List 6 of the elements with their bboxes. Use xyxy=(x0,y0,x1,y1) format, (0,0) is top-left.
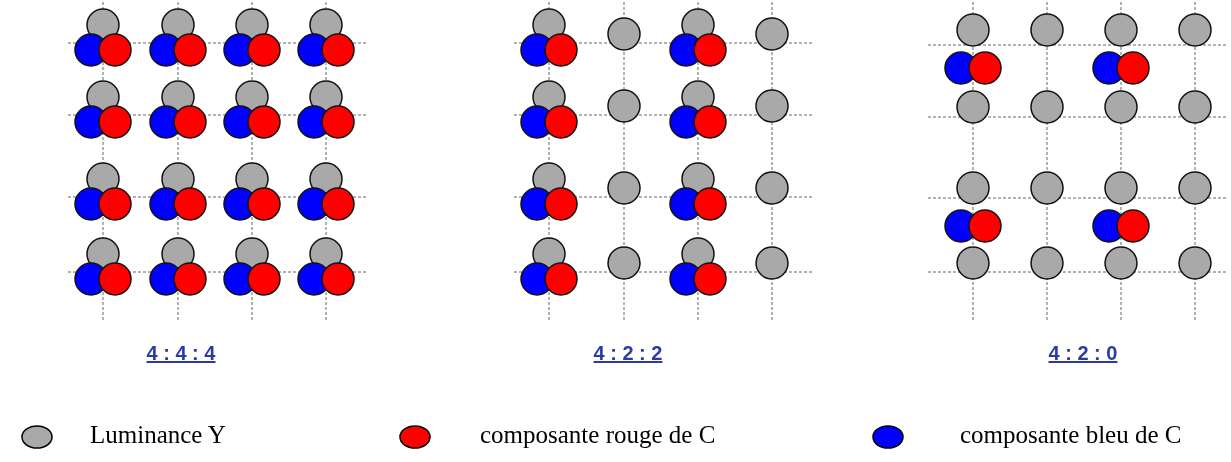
legend-label: composante bleu de C xyxy=(960,421,1182,449)
legend-label: composante rouge de C xyxy=(480,421,716,449)
subsampling-ratio-label: 4 : 4 : 4 xyxy=(146,342,216,365)
subsampling-ratio-label: 4 : 2 : 0 xyxy=(1048,342,1118,365)
legend-label: Luminance Y xyxy=(90,421,226,449)
subsampling-ratio-label: 4 : 2 : 2 xyxy=(593,342,663,365)
